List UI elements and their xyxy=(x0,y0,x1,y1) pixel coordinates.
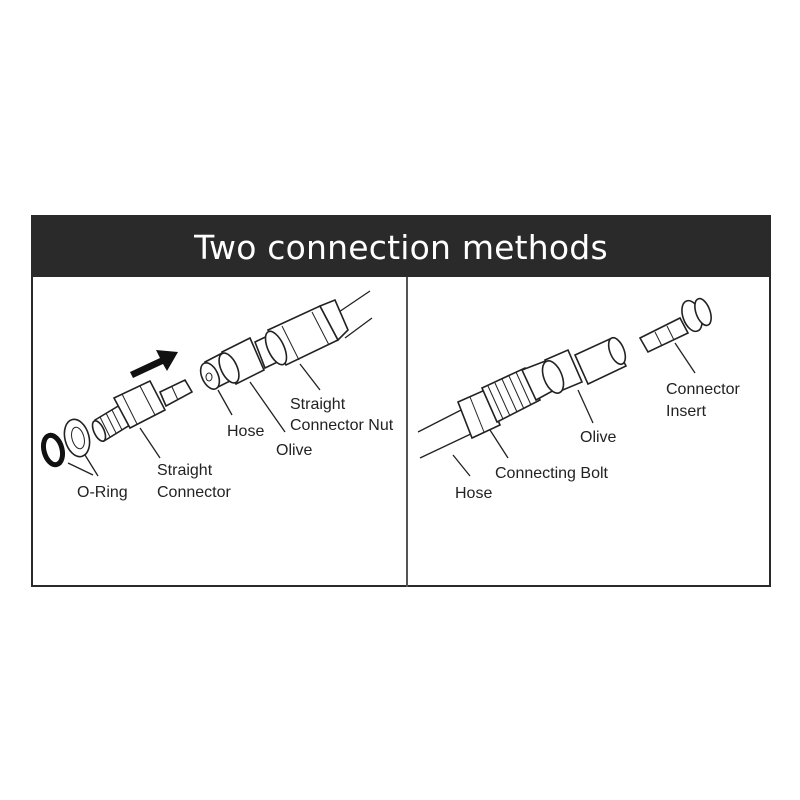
diagram-title: Two connection methods xyxy=(194,227,608,267)
connector-insert-part xyxy=(638,297,712,354)
straight-connector-part xyxy=(91,378,194,443)
right-olive-part xyxy=(541,336,628,394)
label-right-hose: Hose xyxy=(455,485,492,502)
arrow-icon xyxy=(130,350,178,378)
label-right-olive: Olive xyxy=(580,429,617,446)
label-connecting-bolt: Connecting Bolt xyxy=(495,465,609,482)
left-leader-lines xyxy=(67,363,321,477)
label-left-hose: Hose xyxy=(227,423,264,440)
label-o-ring: O-Ring xyxy=(77,484,128,501)
label-straight-connector-line2: Connector xyxy=(157,484,231,501)
label-nut-line1: Straight xyxy=(290,396,346,413)
label-connector-insert-line1: Connector xyxy=(666,381,740,398)
connecting-bolt-part xyxy=(456,358,559,440)
title-banner: Two connection methods xyxy=(33,217,769,277)
label-connector-insert-line2: Insert xyxy=(666,403,707,420)
panel-divider xyxy=(406,277,408,587)
label-straight-connector-line1: Straight xyxy=(157,462,213,479)
right-hose-part xyxy=(417,407,476,459)
label-left-olive: Olive xyxy=(276,442,313,459)
right-leader-lines xyxy=(452,342,696,477)
straight-connector-nut-part xyxy=(218,298,349,386)
label-nut-line2: Connector Nut xyxy=(290,417,394,434)
washer-part xyxy=(63,418,91,458)
o-ring-part xyxy=(40,432,66,468)
